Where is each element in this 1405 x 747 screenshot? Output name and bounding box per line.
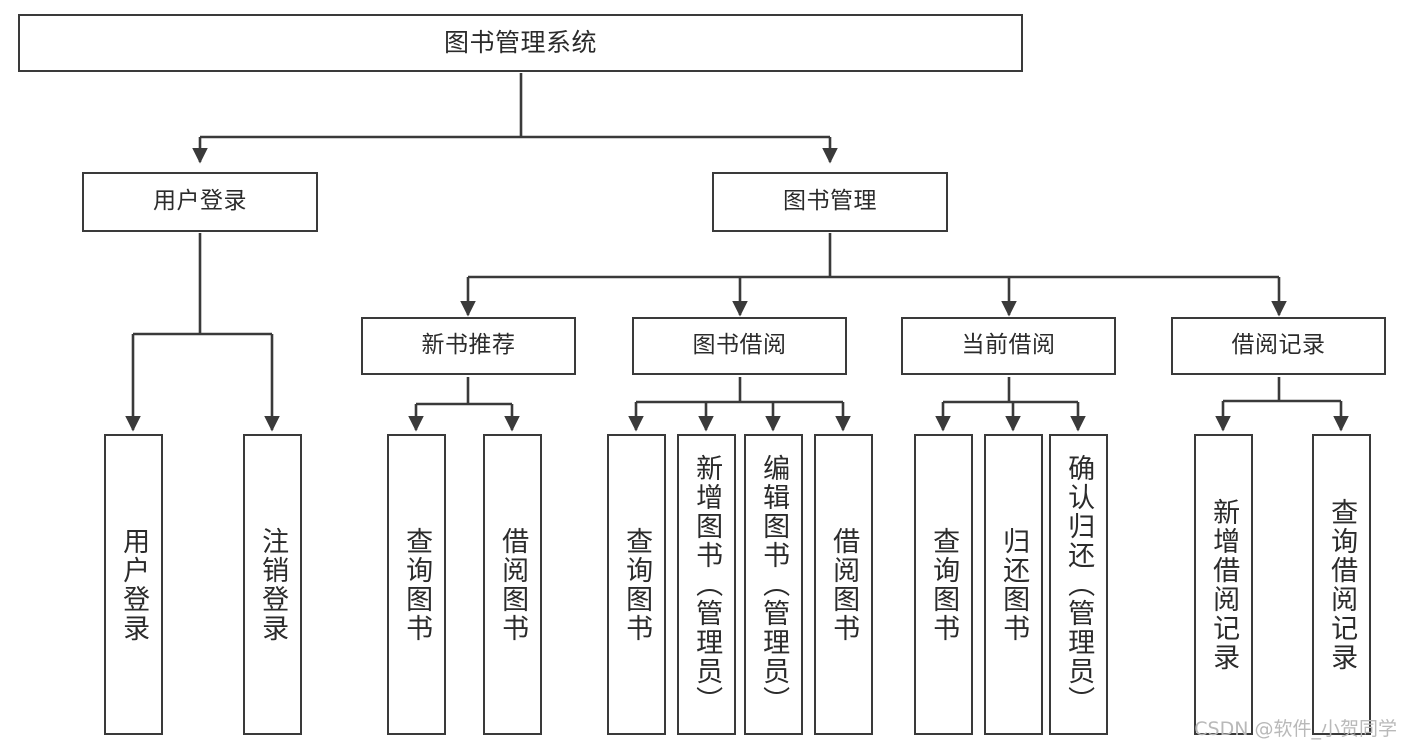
node-leaf-query-record[interactable]: 查询借阅记录 bbox=[1312, 434, 1371, 735]
node-borrow-record[interactable]: 借阅记录 bbox=[1171, 317, 1386, 375]
node-leaf-query-book-1[interactable]: 查询图书 bbox=[387, 434, 446, 735]
node-label: 查询图书 bbox=[401, 526, 433, 643]
node-leaf-user-login[interactable]: 用户登录 bbox=[104, 434, 163, 735]
node-leaf-add-record[interactable]: 新增借阅记录 bbox=[1194, 434, 1253, 735]
node-leaf-query-book-3[interactable]: 查询图书 bbox=[914, 434, 973, 735]
node-book-borrow[interactable]: 图书借阅 bbox=[632, 317, 847, 375]
node-label: 归还图书 bbox=[998, 526, 1030, 643]
node-label: 借阅图书 bbox=[497, 526, 529, 643]
node-label: 借阅图书 bbox=[828, 526, 860, 643]
node-label: 新增图书（管理员） bbox=[691, 454, 723, 715]
node-label: 借阅记录 bbox=[1231, 332, 1326, 359]
node-book-manage[interactable]: 图书管理 bbox=[712, 172, 948, 232]
node-label: 图书管理系统 bbox=[443, 28, 597, 58]
node-leaf-return-book[interactable]: 归还图书 bbox=[984, 434, 1043, 735]
node-label: 用户登录 bbox=[153, 188, 247, 215]
node-current-borrow[interactable]: 当前借阅 bbox=[901, 317, 1116, 375]
node-label: 图书管理 bbox=[783, 188, 877, 215]
node-label: 图书借阅 bbox=[692, 332, 787, 359]
node-leaf-confirm-return[interactable]: 确认归还（管理员） bbox=[1049, 434, 1108, 735]
node-label: 查询图书 bbox=[621, 526, 653, 643]
node-leaf-add-book[interactable]: 新增图书（管理员） bbox=[677, 434, 736, 735]
node-leaf-edit-book[interactable]: 编辑图书（管理员） bbox=[744, 434, 803, 735]
node-leaf-borrow-book-1[interactable]: 借阅图书 bbox=[483, 434, 542, 735]
node-leaf-borrow-book-2[interactable]: 借阅图书 bbox=[814, 434, 873, 735]
node-leaf-query-book-2[interactable]: 查询图书 bbox=[607, 434, 666, 735]
node-label: 新增借阅记录 bbox=[1208, 497, 1240, 672]
node-label: 用户登录 bbox=[118, 526, 150, 643]
node-user-login[interactable]: 用户登录 bbox=[82, 172, 318, 232]
node-label: 注销登录 bbox=[257, 526, 289, 643]
node-new-book-recommend[interactable]: 新书推荐 bbox=[361, 317, 576, 375]
node-leaf-logout[interactable]: 注销登录 bbox=[243, 434, 302, 735]
node-label: 编辑图书（管理员） bbox=[758, 454, 790, 715]
watermark-text: CSDN @软件_小贺同学 bbox=[1194, 718, 1397, 740]
node-label: 当前借阅 bbox=[961, 332, 1056, 359]
node-root-system[interactable]: 图书管理系统 bbox=[18, 14, 1023, 72]
node-label: 查询图书 bbox=[928, 526, 960, 643]
node-label: 查询借阅记录 bbox=[1326, 497, 1358, 672]
node-label: 新书推荐 bbox=[421, 332, 516, 359]
node-label: 确认归还（管理员） bbox=[1063, 454, 1095, 715]
